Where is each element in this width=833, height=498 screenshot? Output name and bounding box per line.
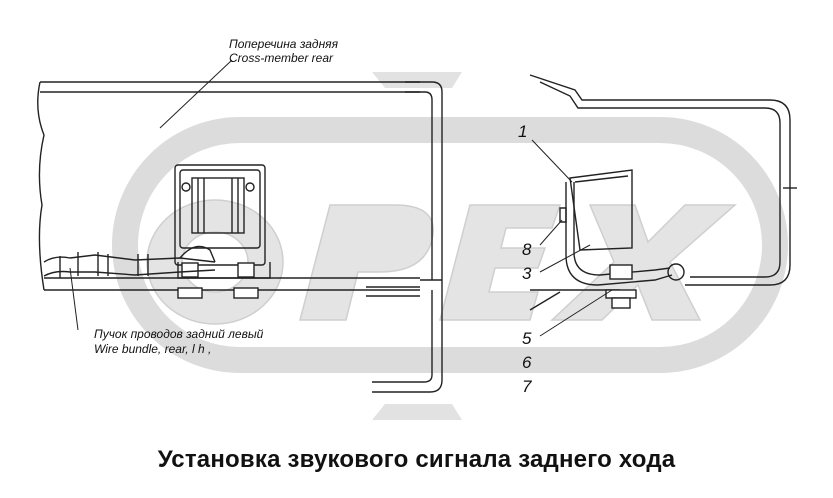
wire-bundle-label-en: Wire bundle, rear, l h , [94,342,212,356]
cross-member-label-en: Cross-member rear [229,51,334,65]
part-number-1: 1 [518,122,528,141]
mounting-bolts [177,262,259,299]
frame-right [529,74,797,311]
frame-rail [37,81,420,291]
wire-harness [43,245,216,278]
cross-member [366,81,443,393]
figure-caption: Установка звукового сигнала заднего хода [157,446,676,473]
mounting-bracket [565,182,685,286]
part-number-7: 7 [522,377,532,396]
part-number-5: 5 [522,329,532,348]
leader-lines [69,59,613,337]
wire-bundle-label-ru: Пучок проводов задний левый [94,327,264,341]
part-number-8: 8 [522,240,532,259]
cross-member-label-ru: Поперечина задняя [229,37,338,51]
beeper-bolt [605,264,637,309]
watermark-logo [112,72,788,420]
part-number-3: 3 [522,264,532,283]
connector-box [174,164,271,279]
part-number-6: 6 [522,353,532,372]
